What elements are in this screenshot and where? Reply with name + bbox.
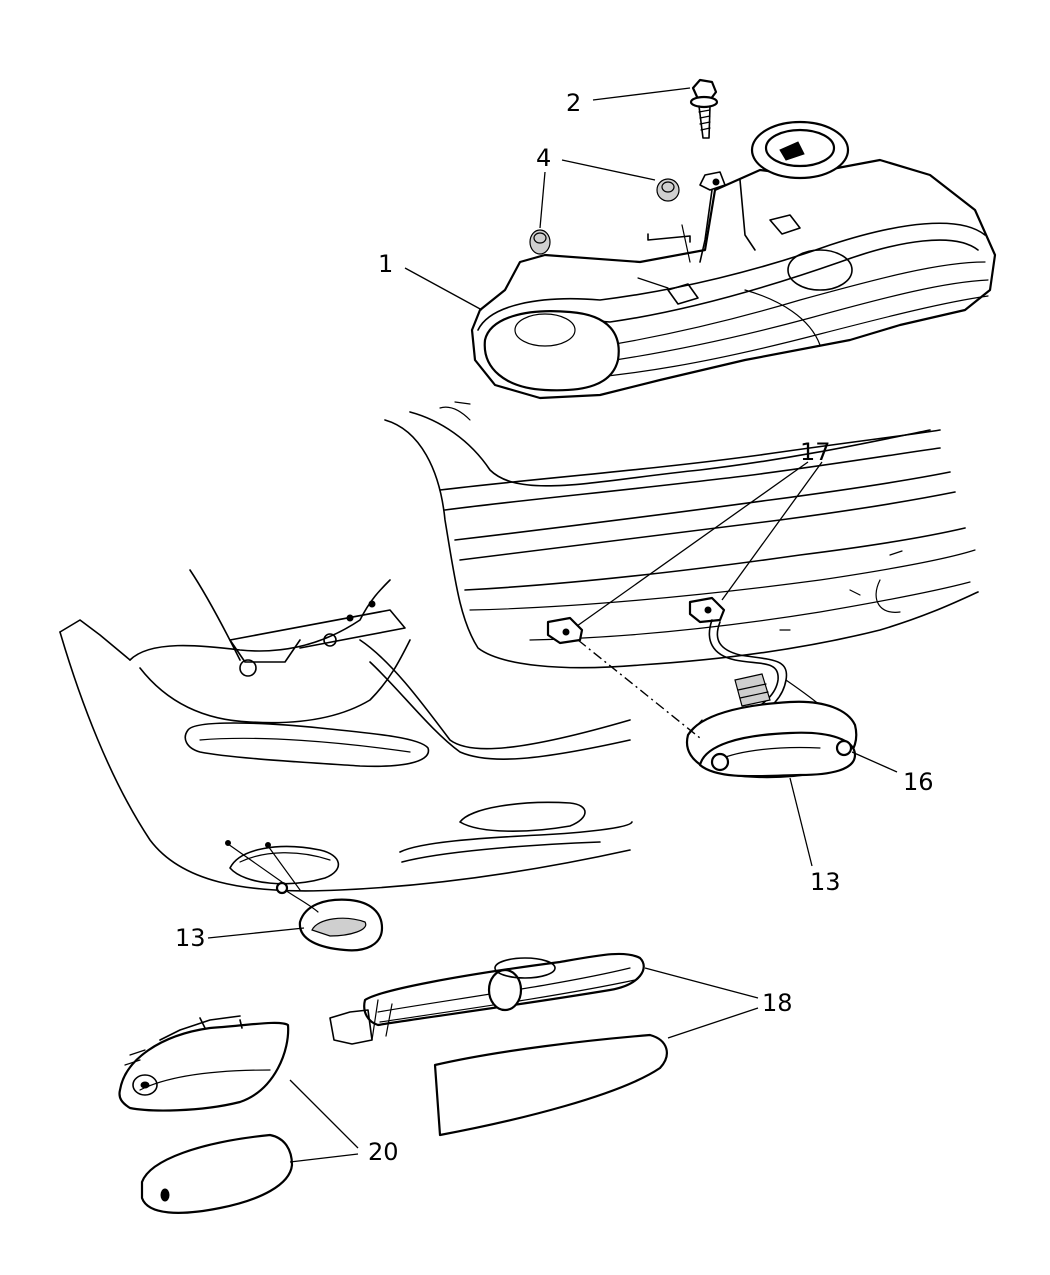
callout-13-left: 13 [175, 924, 206, 952]
wiring-harness [708, 619, 829, 717]
callout-16: 16 [903, 768, 934, 796]
lower-bumper-cover [59, 569, 633, 892]
fog-lamp-right [685, 700, 858, 779]
callout-1: 1 [378, 250, 393, 278]
side-marker-lamp [329, 952, 645, 1045]
callout-2: 2 [566, 89, 581, 117]
clip-fastener-left [546, 616, 584, 645]
grommet-nut-right [656, 178, 680, 202]
leader-lines [207, 87, 898, 1163]
callout-labels: 2 4 1 17 16 13 13 18 20 [175, 89, 934, 1166]
turn-signal-lamp [118, 1015, 290, 1112]
callout-4: 4 [536, 144, 551, 172]
callout-18: 18 [762, 989, 793, 1017]
headlamp-assembly [470, 120, 997, 400]
front-bumper-fascia [384, 401, 979, 669]
callout-17: 17 [800, 438, 831, 466]
clip-fastener-right [688, 596, 726, 624]
grommet-nut-left [529, 229, 551, 255]
fog-lamp-left [225, 840, 384, 952]
side-marker-lens [433, 1033, 668, 1137]
turn-signal-lens [140, 1133, 294, 1214]
callout-20: 20 [368, 1138, 399, 1166]
screw-bolt [689, 78, 719, 139]
callout-13-right: 13 [810, 868, 841, 896]
